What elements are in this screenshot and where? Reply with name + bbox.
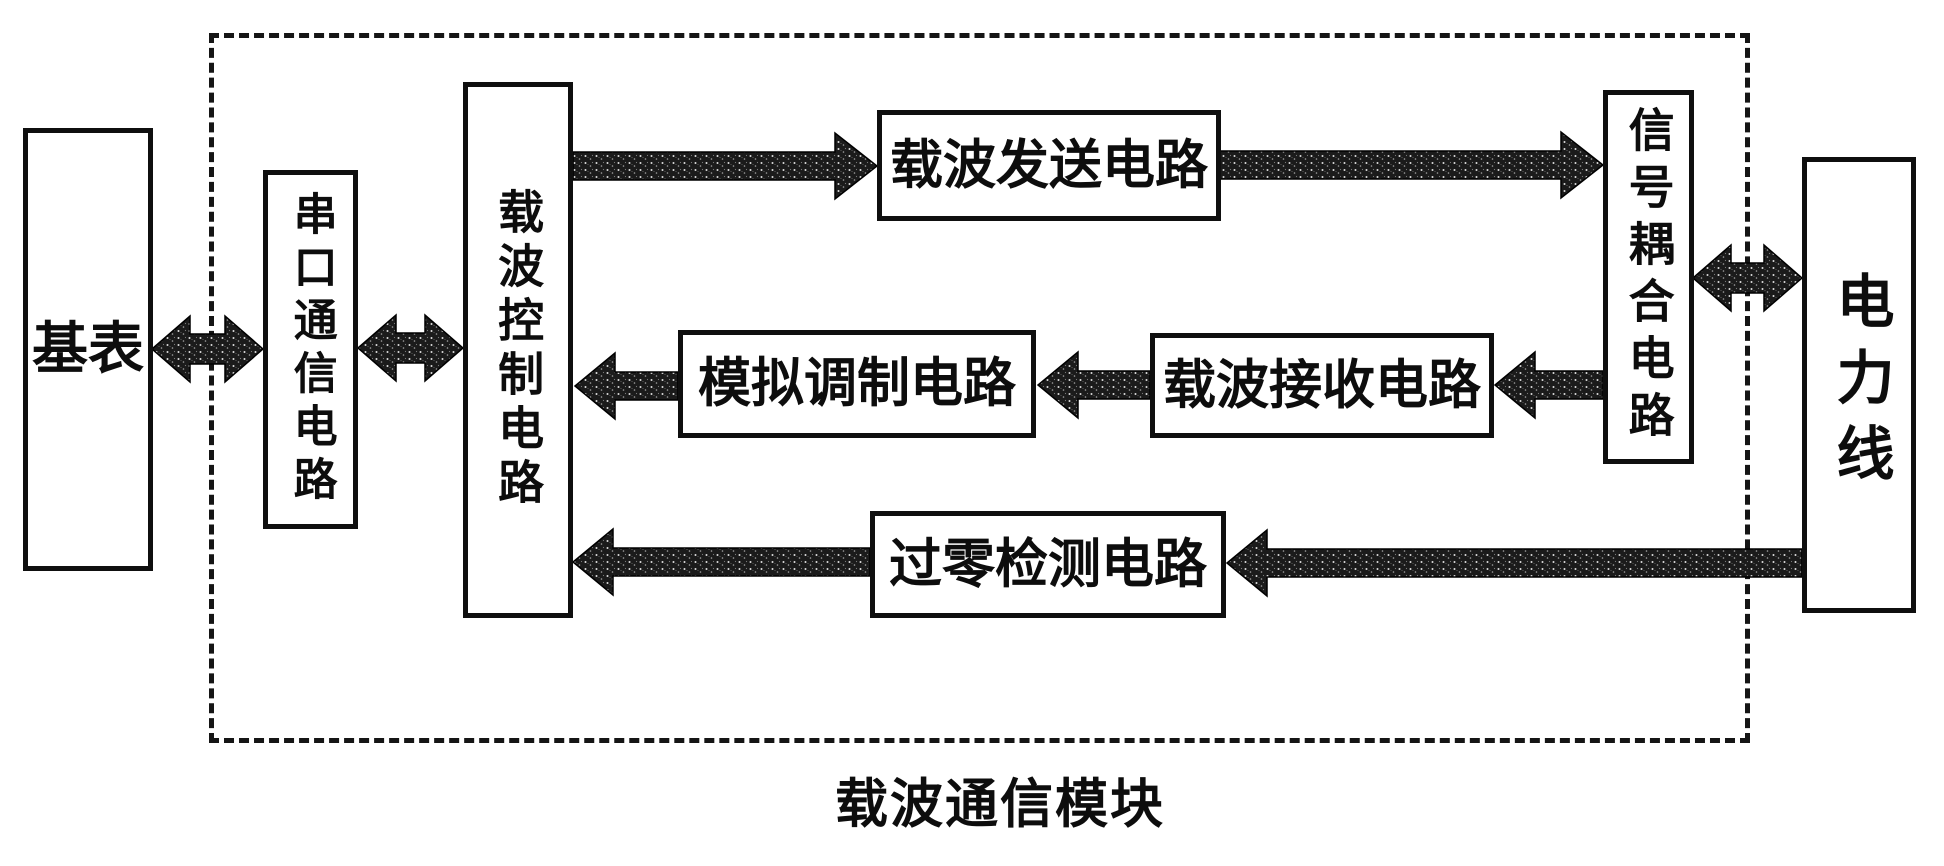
node-signal-coupling: 信号耦合电路	[1603, 90, 1694, 464]
node-base-meter-label: 基表	[32, 317, 144, 381]
node-carrier-control: 载波控制电路	[463, 82, 573, 618]
module-dashed-border	[209, 33, 1750, 743]
node-signal-coupling-label: 信号耦合电路	[1622, 106, 1675, 448]
diagram-caption: 载波通信模块	[835, 775, 1165, 834]
node-power-line: 电力线	[1802, 157, 1916, 613]
node-serial-comm: 串口通信电路	[263, 170, 358, 529]
node-carrier-send: 载波发送电路	[877, 110, 1221, 221]
node-power-line-label: 电力线	[1827, 271, 1893, 499]
node-carrier-control-label: 载波控制电路	[492, 188, 545, 512]
node-carrier-receive: 载波接收电路	[1150, 333, 1494, 438]
node-zero-crossing-label: 过零检测电路	[889, 534, 1207, 594]
node-zero-crossing: 过零检测电路	[870, 511, 1226, 618]
node-serial-comm-label: 串口通信电路	[286, 190, 336, 509]
node-analog-modulation-label: 模拟调制电路	[698, 354, 1016, 414]
node-carrier-receive-label: 载波接收电路	[1163, 355, 1481, 415]
node-base-meter: 基表	[23, 128, 153, 571]
node-analog-modulation: 模拟调制电路	[678, 330, 1036, 438]
node-carrier-send-label: 载波发送电路	[890, 135, 1208, 195]
